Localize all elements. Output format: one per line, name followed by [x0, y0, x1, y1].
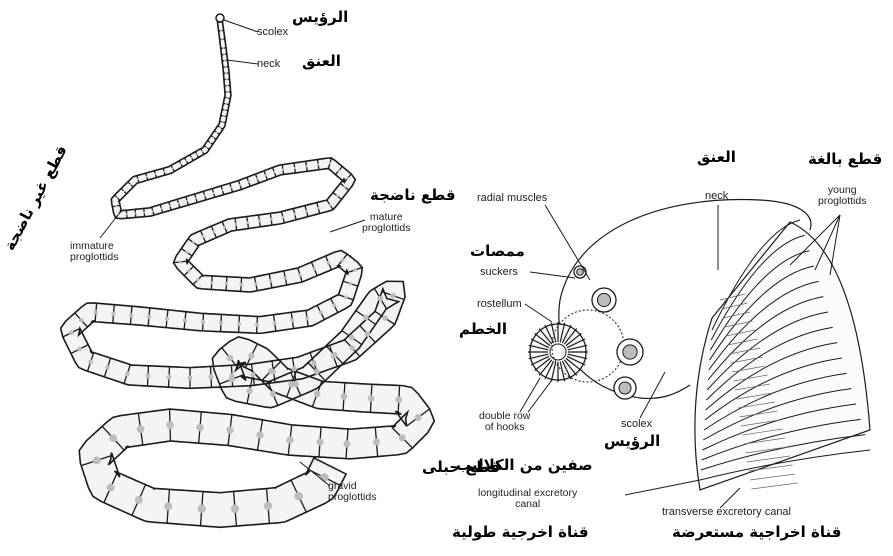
label-en-neck-right: neck	[705, 191, 728, 202]
leader-neck-left	[227, 60, 258, 64]
label-ar-mature: قطع ناضجة	[370, 188, 456, 203]
label-en-immature: immature proglottids	[70, 241, 118, 262]
sucker-inner	[597, 293, 610, 306]
leader-hooks-2	[528, 380, 552, 412]
label-ar-neck-left: العنق	[302, 54, 341, 69]
tapeworm-strobila	[61, 22, 435, 528]
label-en-transverse: transverse excretory canal	[662, 507, 791, 518]
sucker-inner	[623, 345, 637, 359]
scolex-head-left	[216, 14, 224, 22]
label-ar-scolex-left: الرؤيس	[292, 10, 348, 25]
label-en-hooks: double row of hooks	[479, 411, 530, 432]
label-ar-scolex-right: الرؤيس	[604, 434, 660, 449]
label-en-radial-muscles: radial muscles	[477, 193, 547, 204]
leader-longitudinal	[625, 480, 700, 495]
sucker-inner	[619, 382, 631, 394]
leader-immature	[100, 215, 118, 238]
label-ar-suckers: ممصات	[470, 244, 525, 259]
label-ar-young: قطع بالغة	[808, 152, 882, 167]
excretory-hatch	[750, 474, 795, 480]
label-ar-transverse: قناة اخراجية مستعرضة	[672, 525, 841, 540]
leader-transverse	[720, 488, 740, 508]
label-en-rostellum: rostellum	[477, 299, 522, 310]
label-ar-neck-right: العنق	[697, 150, 736, 165]
label-en-gravid: gravid proglottids	[328, 481, 376, 502]
label-en-scolex-left: scolex	[257, 27, 288, 38]
label-ar-rostellum: الخطم	[459, 322, 507, 337]
label-en-mature: mature proglottids	[362, 212, 410, 233]
leader-scolex-left	[224, 20, 258, 32]
leader-scolex-right	[640, 372, 665, 418]
label-ar-longitudinal: قناة اخرجية طولية	[452, 525, 589, 540]
label-ar-hooks: صفين من الكلاليب	[456, 458, 593, 473]
leader-rostellum	[525, 304, 552, 322]
excretory-hatch	[752, 483, 798, 489]
label-en-suckers: suckers	[480, 267, 518, 278]
leader-hooks-1	[520, 378, 540, 412]
label-en-neck-left: neck	[257, 59, 280, 70]
leader-mature	[330, 220, 365, 232]
label-en-young: young proglottids	[818, 185, 866, 206]
label-en-scolex-right: scolex	[621, 419, 652, 430]
leader-radial-muscles	[545, 205, 590, 280]
label-en-longitudinal: longitudinal excretory canal	[478, 488, 577, 509]
sucker-inner	[577, 269, 584, 276]
